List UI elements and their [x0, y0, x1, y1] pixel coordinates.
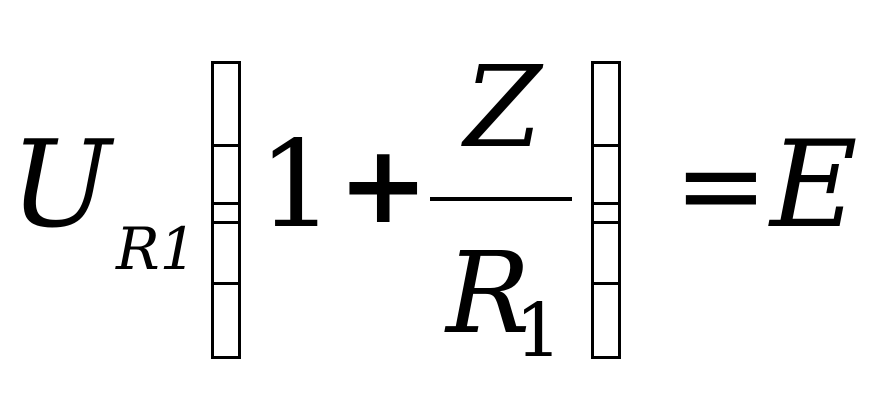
- u-symbol: U: [10, 116, 112, 255]
- one-symbol: 1: [258, 116, 335, 255]
- denominator-subscript: 1: [515, 288, 563, 374]
- right-bracket-segment: [594, 144, 618, 147]
- left-bracket-segment: [214, 221, 238, 224]
- denominator-symbol: R: [446, 229, 531, 359]
- left-bracket-segment: [214, 202, 238, 205]
- left-bracket-segment: [214, 144, 238, 147]
- right-bracket-segment: [594, 202, 618, 205]
- e-symbol: E: [770, 116, 858, 255]
- u-subscript: R1: [116, 215, 197, 283]
- plus-symbol: +: [338, 123, 429, 248]
- right-bracket-box: [591, 61, 621, 359]
- right-bracket-segment: [594, 221, 618, 224]
- left-bracket-segment: [214, 282, 238, 285]
- numerator-symbol: Z: [464, 43, 542, 173]
- right-bracket-segment: [594, 282, 618, 285]
- left-bracket-box: [211, 61, 241, 359]
- equals-symbol: =: [674, 121, 768, 251]
- fraction-bar: [430, 197, 572, 201]
